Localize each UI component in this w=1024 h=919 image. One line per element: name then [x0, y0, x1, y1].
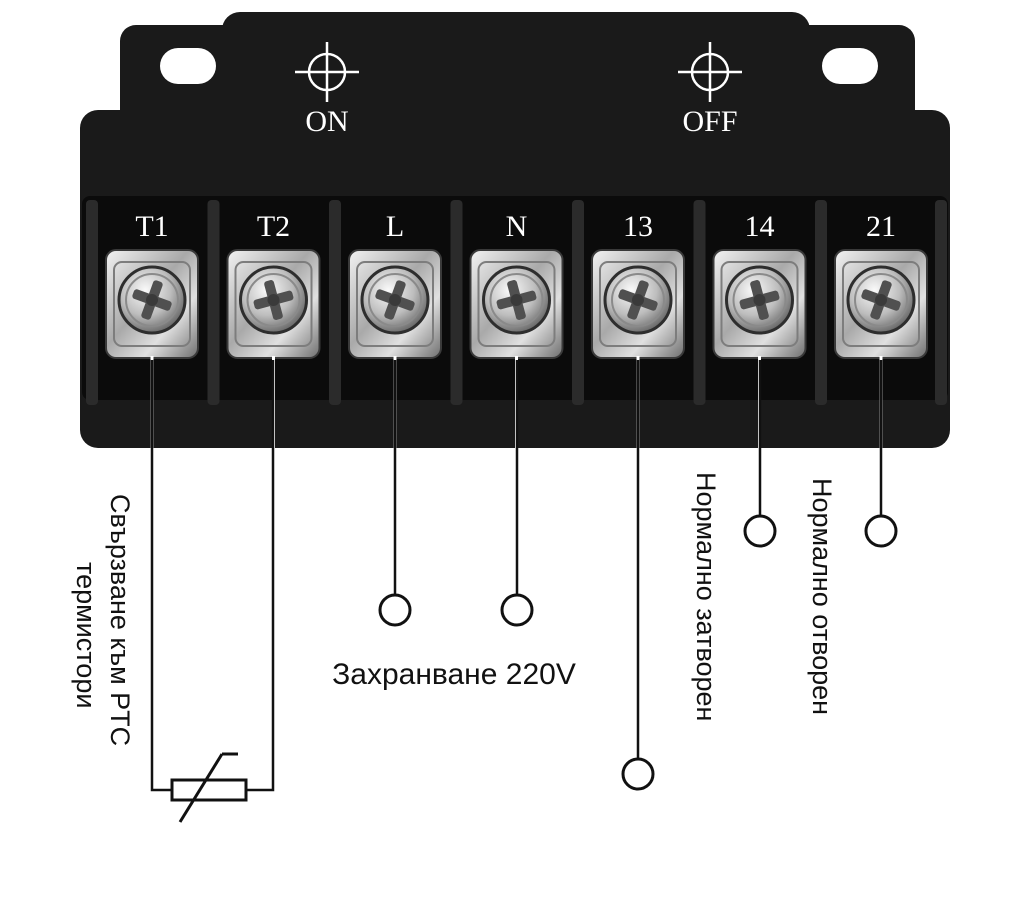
- annotations: Свързване към PTC термистори Захранване …: [71, 472, 837, 746]
- top-panel: [222, 12, 810, 142]
- screw-rim: [368, 273, 422, 327]
- annotation-ptc-line2: термистори: [71, 562, 101, 708]
- switch-label-on: ON: [305, 105, 348, 138]
- terminal-separator: [329, 200, 341, 405]
- terminal-clamp-inner: [599, 261, 677, 347]
- phillips-cross-icon: [739, 280, 780, 320]
- terminal-label: 21: [866, 210, 896, 243]
- switch-label-off: OFF: [682, 105, 737, 138]
- terminal-13: 13: [572, 200, 685, 448]
- mounting-hole-right: [822, 48, 878, 84]
- annotation-normally-closed: Нормално затворен: [691, 472, 721, 721]
- wire-t2-ptc: [246, 360, 275, 792]
- terminal-separator: [572, 200, 584, 405]
- terminal-clamp-inner: [234, 261, 313, 347]
- terminal-label: 13: [623, 210, 653, 243]
- terminal-separator: [207, 200, 220, 405]
- terminal-clamp-inner: [720, 261, 799, 347]
- terminal-point-n: [500, 593, 534, 627]
- screw-rim: [732, 273, 787, 327]
- terminal-point-13: [621, 757, 655, 791]
- phillips-cross-icon: [496, 280, 537, 320]
- terminal-clamp-inner: [842, 261, 920, 347]
- terminal-point-l: [378, 593, 412, 627]
- phillips-cross-icon: [618, 280, 658, 320]
- ptc-thermistor-symbol: [170, 752, 248, 823]
- terminal-label: T1: [135, 210, 168, 243]
- screw-rim: [489, 273, 544, 327]
- terminal-14: 14: [693, 200, 807, 448]
- terminal-separator: [815, 200, 827, 405]
- terminal-clamp-inner: [113, 261, 191, 347]
- crosshair-icon: [678, 42, 742, 102]
- terminal-21: 21: [815, 200, 928, 448]
- annotation-normally-open: Нормално отворен: [807, 478, 837, 715]
- screw-rim: [246, 273, 301, 327]
- wiring: [150, 360, 898, 823]
- screw-rim: [125, 273, 179, 327]
- terminal-l: L: [329, 200, 442, 448]
- screw-rim: [854, 273, 908, 327]
- ptc-resistor-body: [170, 778, 248, 802]
- phillips-cross-icon: [861, 280, 901, 320]
- terminal-separator: [450, 200, 463, 405]
- terminal-t1: T1: [86, 200, 199, 448]
- terminal-label: 14: [745, 210, 775, 243]
- terminal-label: L: [386, 210, 404, 243]
- terminal-separator: [935, 200, 947, 405]
- ptc-diagonal: [178, 753, 224, 823]
- annotation-power: Захранване 220V: [332, 658, 576, 691]
- phillips-cross-icon: [375, 280, 415, 320]
- switch-marker-off: OFF: [678, 42, 742, 138]
- phillips-cross-icon: [253, 280, 294, 320]
- annotation-ptc-line1: Свързване към PTC: [105, 494, 135, 746]
- terminal-point-14: [743, 514, 777, 548]
- phillips-cross-icon: [132, 280, 172, 320]
- screw-rim: [611, 273, 665, 327]
- terminal-row: T1 T2 L N 13 14 21: [86, 200, 947, 448]
- terminal-separator: [693, 200, 706, 405]
- terminal-clamp-inner: [477, 261, 556, 347]
- mounting-hole-left: [160, 48, 216, 84]
- terminal-clamp-inner: [356, 261, 434, 347]
- terminal-label: N: [506, 210, 528, 243]
- terminal-label: T2: [257, 210, 290, 243]
- terminal-point-21: [864, 514, 898, 548]
- switch-marker-on: ON: [295, 42, 359, 138]
- wire-t1-ptc: [150, 360, 172, 792]
- terminal-n: N: [450, 200, 564, 448]
- crosshair-icon: [295, 42, 359, 102]
- terminal-separator: [86, 200, 98, 405]
